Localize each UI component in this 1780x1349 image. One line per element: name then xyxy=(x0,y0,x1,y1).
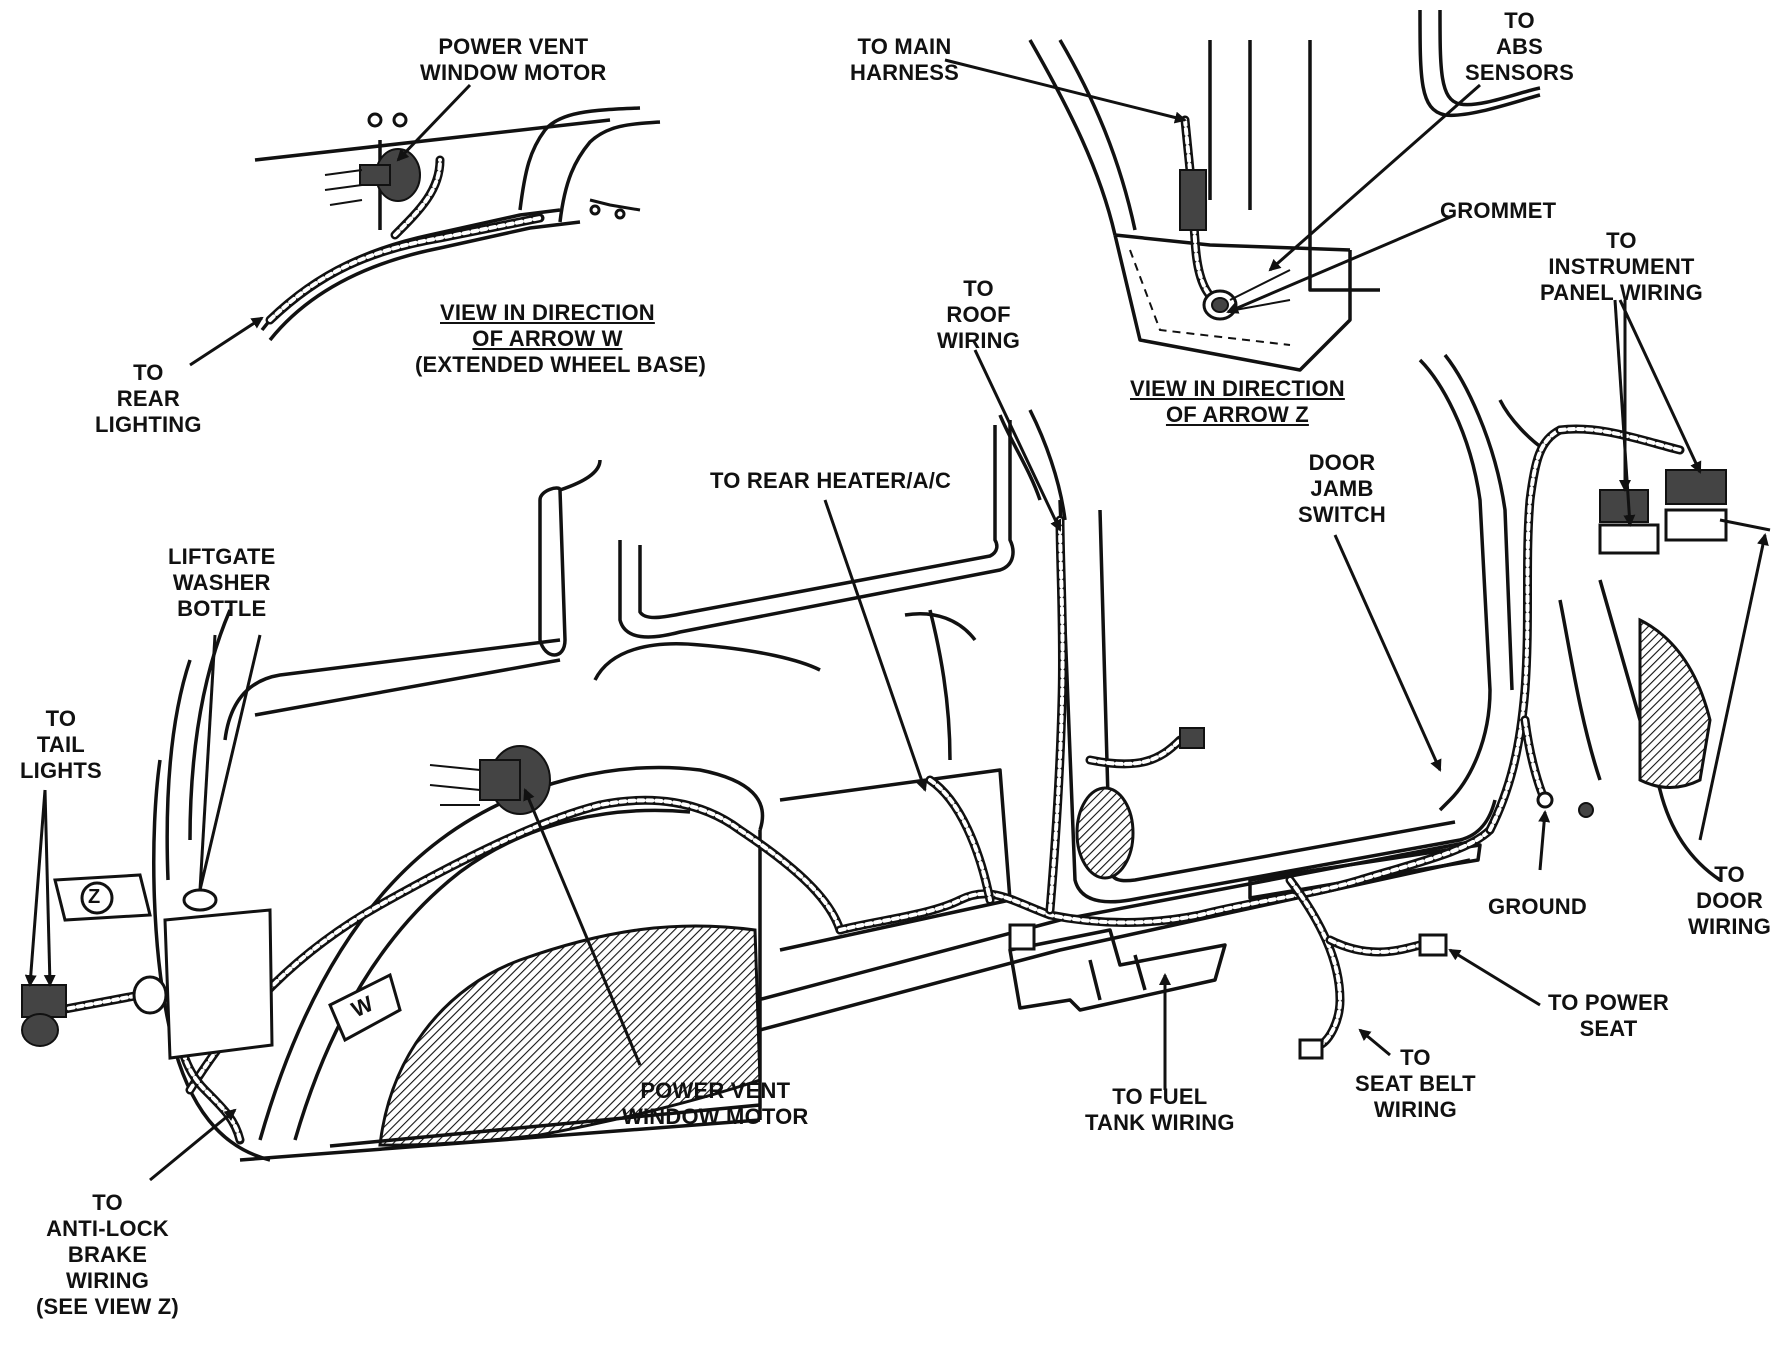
inset-view-w xyxy=(254,106,661,342)
label-abs-sensors: TO ABS SENSORS xyxy=(1465,8,1574,85)
label-rear-lighting: TO REAR LIGHTING xyxy=(95,360,202,437)
label-power-vent-top: POWER VENT WINDOW MOTOR xyxy=(420,34,607,85)
label-fuel-tank: TO FUEL TANK WIRING xyxy=(1085,1084,1235,1135)
label-extended-wheel-base: (EXTENDED WHEEL BASE) xyxy=(415,352,707,377)
tag-arrow-z: Z xyxy=(88,886,101,908)
label-door-wiring: TO DOOR WIRING xyxy=(1688,862,1772,939)
main-harness-wiring xyxy=(21,424,1771,1145)
label-view-w: VIEW IN DIRECTION OF ARROW W xyxy=(440,300,655,351)
label-seat-belt: TO SEAT BELT WIRING xyxy=(1355,1045,1476,1122)
label-door-jamb-switch: DOOR JAMB SWITCH xyxy=(1298,450,1386,527)
leader-lines xyxy=(24,58,1769,1182)
label-view-z: VIEW IN DIRECTION OF ARROW Z xyxy=(1130,376,1345,427)
inset-view-z xyxy=(1028,9,1541,372)
label-anti-lock-brake: TO ANTI-LOCK BRAKE WIRING (SEE VIEW Z) xyxy=(36,1190,179,1319)
label-main-harness: TO MAIN HARNESS xyxy=(850,34,959,85)
label-tail-lights: TO TAIL LIGHTS xyxy=(20,706,102,783)
label-rear-heater: TO REAR HEATER/A/C xyxy=(710,468,952,493)
label-ground: GROUND xyxy=(1488,894,1587,919)
label-roof-wiring: TO ROOF WIRING xyxy=(937,276,1021,353)
label-liftgate-washer: LIFTGATE WASHER BOTTLE xyxy=(168,544,276,621)
label-power-seat: TO POWER SEAT xyxy=(1548,990,1669,1041)
label-grommet: GROMMET xyxy=(1440,198,1557,223)
label-instrument-panel: TO INSTRUMENT PANEL WIRING xyxy=(1540,228,1703,305)
label-power-vent-bottom: POWER VENT WINDOW MOTOR xyxy=(622,1078,809,1129)
